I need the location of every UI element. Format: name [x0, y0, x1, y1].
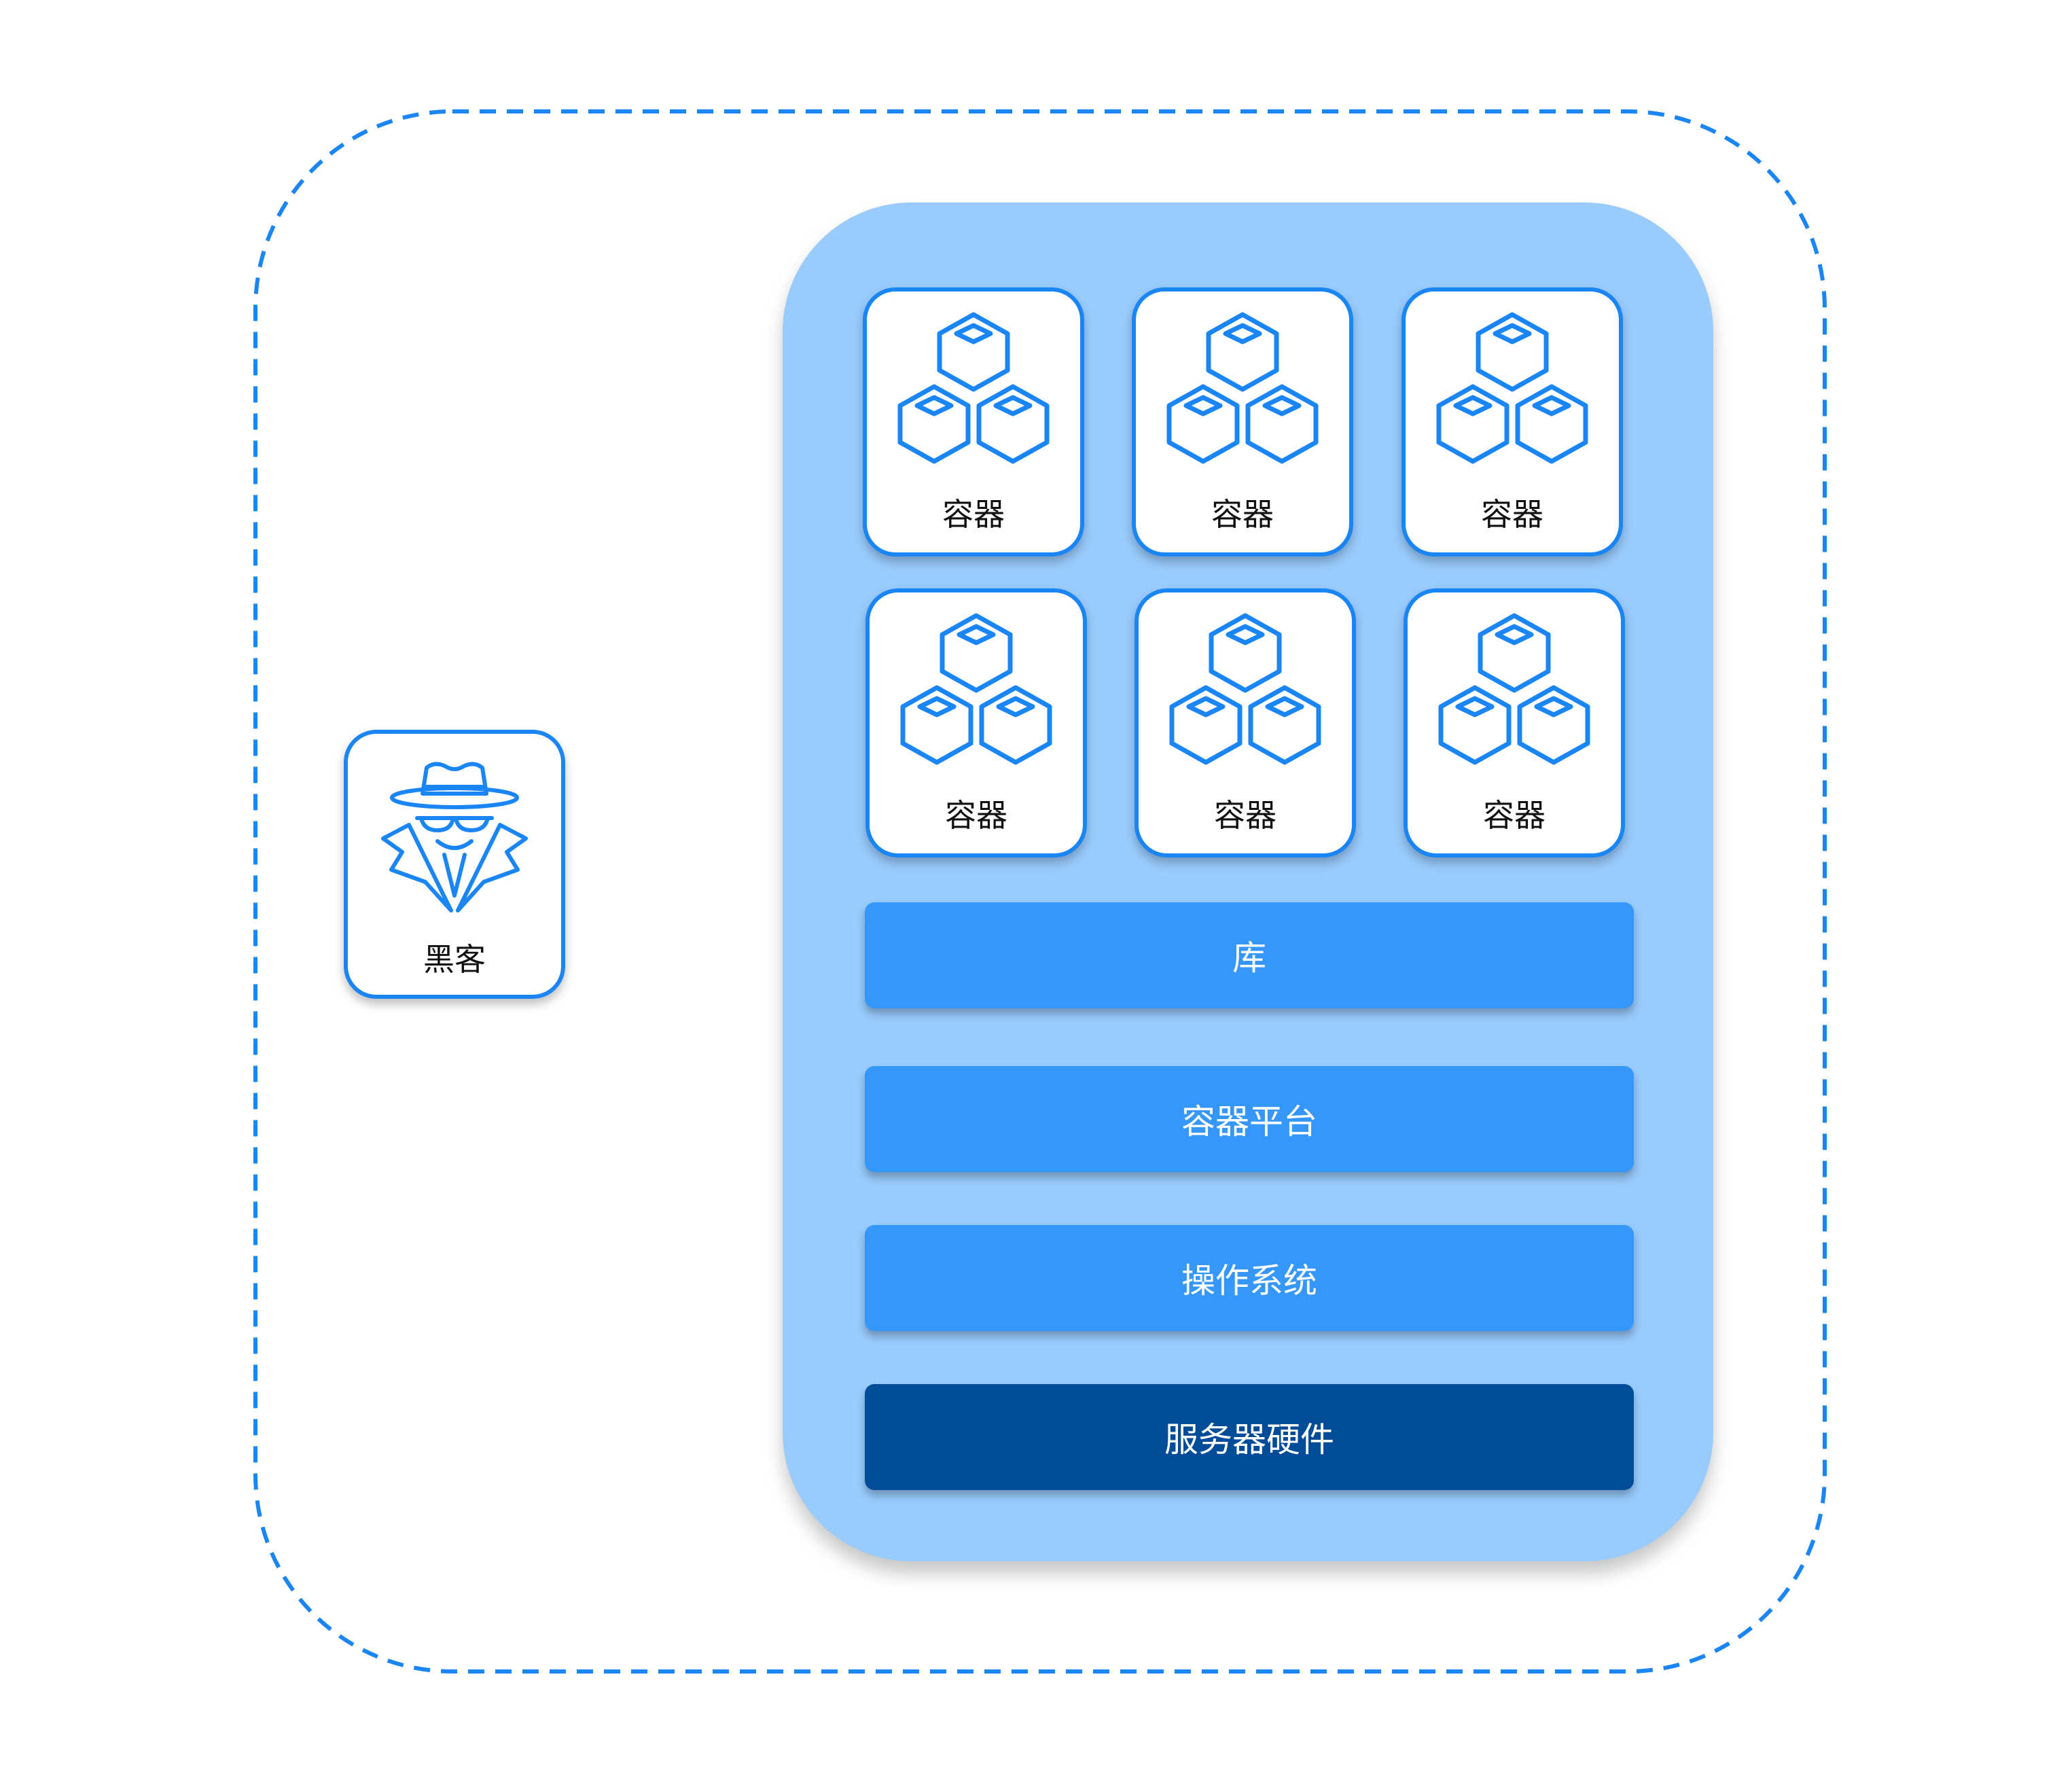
hacker-card: 黑客	[344, 730, 565, 999]
container-label: 容器	[1214, 797, 1276, 834]
operating-system-layer: 操作系统	[865, 1225, 1634, 1331]
cubes-icon	[900, 613, 1052, 765]
container-card: 容器	[1404, 588, 1625, 857]
container-label: 容器	[1481, 496, 1543, 533]
cubes-icon	[897, 312, 1050, 464]
container-label: 容器	[1483, 797, 1546, 834]
container-card: 容器	[863, 287, 1084, 556]
cubes-icon	[1166, 312, 1319, 464]
container-label: 容器	[1211, 496, 1274, 533]
cubes-icon	[1438, 613, 1590, 765]
server-hardware-layer: 服务器硬件	[865, 1384, 1634, 1490]
cubes-icon	[1169, 613, 1321, 765]
container-label: 容器	[942, 496, 1005, 533]
hacker-label: 黑客	[423, 941, 486, 978]
container-card: 容器	[865, 588, 1087, 857]
cubes-icon	[1436, 312, 1588, 464]
hacker-icon	[381, 762, 528, 913]
library-layer: 库	[865, 902, 1634, 1008]
container-card: 容器	[1135, 588, 1356, 857]
container-card: 容器	[1132, 287, 1353, 556]
container-card: 容器	[1401, 287, 1623, 556]
container-label: 容器	[945, 797, 1007, 834]
container-platform-layer: 容器平台	[865, 1066, 1634, 1172]
